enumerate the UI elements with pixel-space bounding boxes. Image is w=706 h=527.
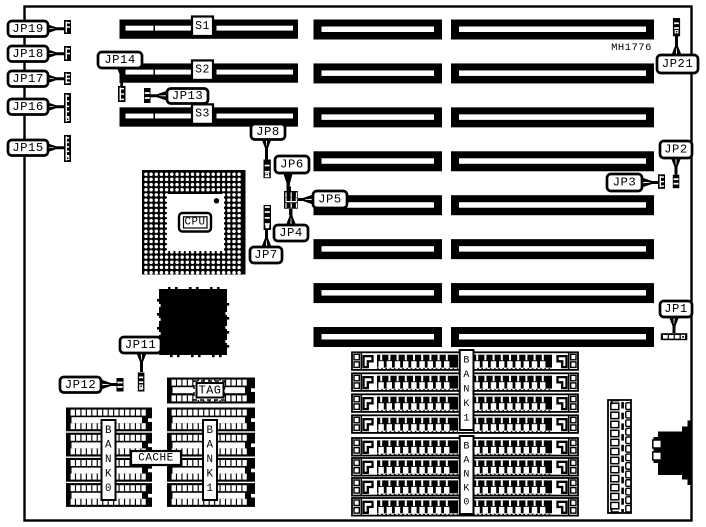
svg-text:A: A bbox=[207, 440, 214, 452]
svg-text:N: N bbox=[105, 454, 112, 466]
svg-text:CPU: CPU bbox=[185, 217, 206, 229]
svg-text:B: B bbox=[463, 442, 470, 453]
svg-text:1: 1 bbox=[463, 413, 470, 424]
svg-text:JP11: JP11 bbox=[125, 338, 157, 352]
svg-text:K: K bbox=[463, 484, 470, 495]
svg-text:JP1: JP1 bbox=[664, 302, 688, 316]
svg-text:TAG: TAG bbox=[199, 384, 222, 398]
svg-text:S2: S2 bbox=[195, 64, 210, 77]
svg-text:JP19: JP19 bbox=[12, 22, 44, 36]
svg-text:B: B bbox=[105, 425, 112, 437]
svg-text:S1: S1 bbox=[195, 20, 210, 33]
svg-text:K: K bbox=[105, 468, 112, 480]
svg-text:JP13: JP13 bbox=[172, 89, 204, 103]
svg-text:JP5: JP5 bbox=[318, 193, 342, 207]
svg-text:K: K bbox=[463, 399, 470, 410]
svg-text:JP16: JP16 bbox=[12, 100, 44, 114]
svg-text:N: N bbox=[463, 470, 470, 481]
svg-text:N: N bbox=[207, 454, 214, 466]
svg-text:0: 0 bbox=[105, 483, 112, 495]
svg-text:JP7: JP7 bbox=[254, 248, 278, 262]
svg-text:MH1776: MH1776 bbox=[611, 42, 652, 54]
svg-text:0: 0 bbox=[463, 498, 470, 509]
svg-text:JP2: JP2 bbox=[664, 143, 688, 157]
svg-text:B: B bbox=[207, 425, 214, 437]
svg-text:A: A bbox=[463, 456, 470, 467]
svg-text:JP3: JP3 bbox=[613, 176, 637, 190]
svg-text:JP18: JP18 bbox=[12, 47, 44, 61]
svg-text:N: N bbox=[463, 385, 470, 396]
svg-text:A: A bbox=[463, 370, 470, 381]
svg-text:B: B bbox=[463, 356, 470, 367]
svg-text:1: 1 bbox=[207, 483, 214, 495]
svg-text:JP8: JP8 bbox=[256, 125, 280, 139]
svg-text:JP15: JP15 bbox=[12, 141, 44, 155]
svg-text:JP12: JP12 bbox=[65, 378, 97, 392]
svg-text:CACHE: CACHE bbox=[138, 452, 174, 464]
svg-text:JP17: JP17 bbox=[12, 72, 44, 86]
svg-text:A: A bbox=[105, 440, 112, 452]
svg-text:JP6: JP6 bbox=[280, 158, 304, 172]
svg-text:JP21: JP21 bbox=[662, 57, 694, 71]
svg-text:JP14: JP14 bbox=[104, 53, 136, 67]
svg-text:JP4: JP4 bbox=[279, 226, 303, 240]
svg-text:S3: S3 bbox=[195, 108, 210, 121]
svg-text:K: K bbox=[207, 468, 214, 480]
